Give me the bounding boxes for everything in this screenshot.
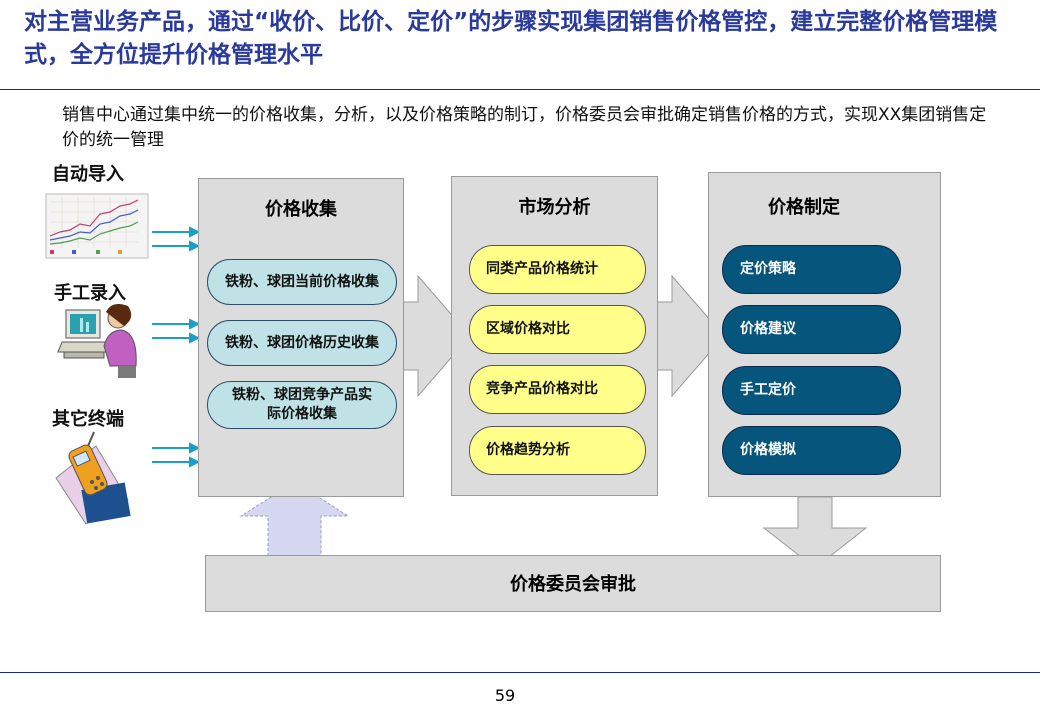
panel-price-setting: 价格制定 定价策略 价格建议 手工定价 价格模拟: [708, 172, 941, 497]
source-label-other-terminal: 其它终端: [52, 409, 124, 430]
panel-title-pricing: 价格制定: [768, 197, 840, 218]
source-label-auto-import: 自动导入: [52, 164, 124, 185]
feedback-arrow-approval-to-collect: [239, 481, 350, 557]
person-at-computer-icon: [57, 304, 137, 378]
panel-market-analysis: 市场分析 同类产品价格统计 区域价格对比 竞争产品价格对比 价格趋势分析: [451, 176, 658, 496]
panel-title-collection: 价格收集: [265, 199, 337, 220]
flow-arrow-pricing-to-approval: [762, 496, 868, 569]
panel-price-collection: 价格收集 铁粉、球团当前价格收集 铁粉、球团价格历史收集 铁粉、球团竞争产品实际…: [198, 178, 404, 497]
source-arrows: [152, 226, 201, 468]
footer-divider: [0, 672, 1040, 673]
collection-item: 铁粉、球团竞争产品实际价格收集: [207, 381, 397, 429]
analysis-item: 竞争产品价格对比: [469, 365, 646, 414]
analysis-item: 同类产品价格统计: [469, 245, 646, 294]
analysis-item: 价格趋势分析: [469, 426, 646, 475]
collection-item: 铁粉、球团价格历史收集: [207, 320, 397, 366]
pricing-item: 定价策略: [722, 245, 901, 294]
pricing-item: 价格模拟: [722, 426, 901, 475]
panel-title-analysis: 市场分析: [518, 197, 591, 218]
mobile-phone-icon: [55, 431, 131, 525]
title-divider: [0, 89, 1040, 90]
approval-committee-bar: 价格委员会审批: [205, 555, 941, 612]
page-title: 对主营业务产品，通过“收价、比价、定价”的步骤实现集团销售价格管控，建立完整价格…: [24, 9, 998, 68]
stock-chart-icon: [45, 193, 149, 259]
source-label-manual-entry: 手工录入: [54, 283, 126, 304]
analysis-item: 区域价格对比: [469, 305, 646, 354]
page-number: 59: [494, 686, 516, 705]
collection-item: 铁粉、球团当前价格收集: [207, 259, 397, 305]
intro-text: 销售中心通过集中统一的价格收集，分析，以及价格策略的制订，价格委员会审批确定销售…: [62, 105, 987, 150]
pricing-item: 价格建议: [722, 305, 901, 354]
pricing-item: 手工定价: [722, 366, 901, 415]
